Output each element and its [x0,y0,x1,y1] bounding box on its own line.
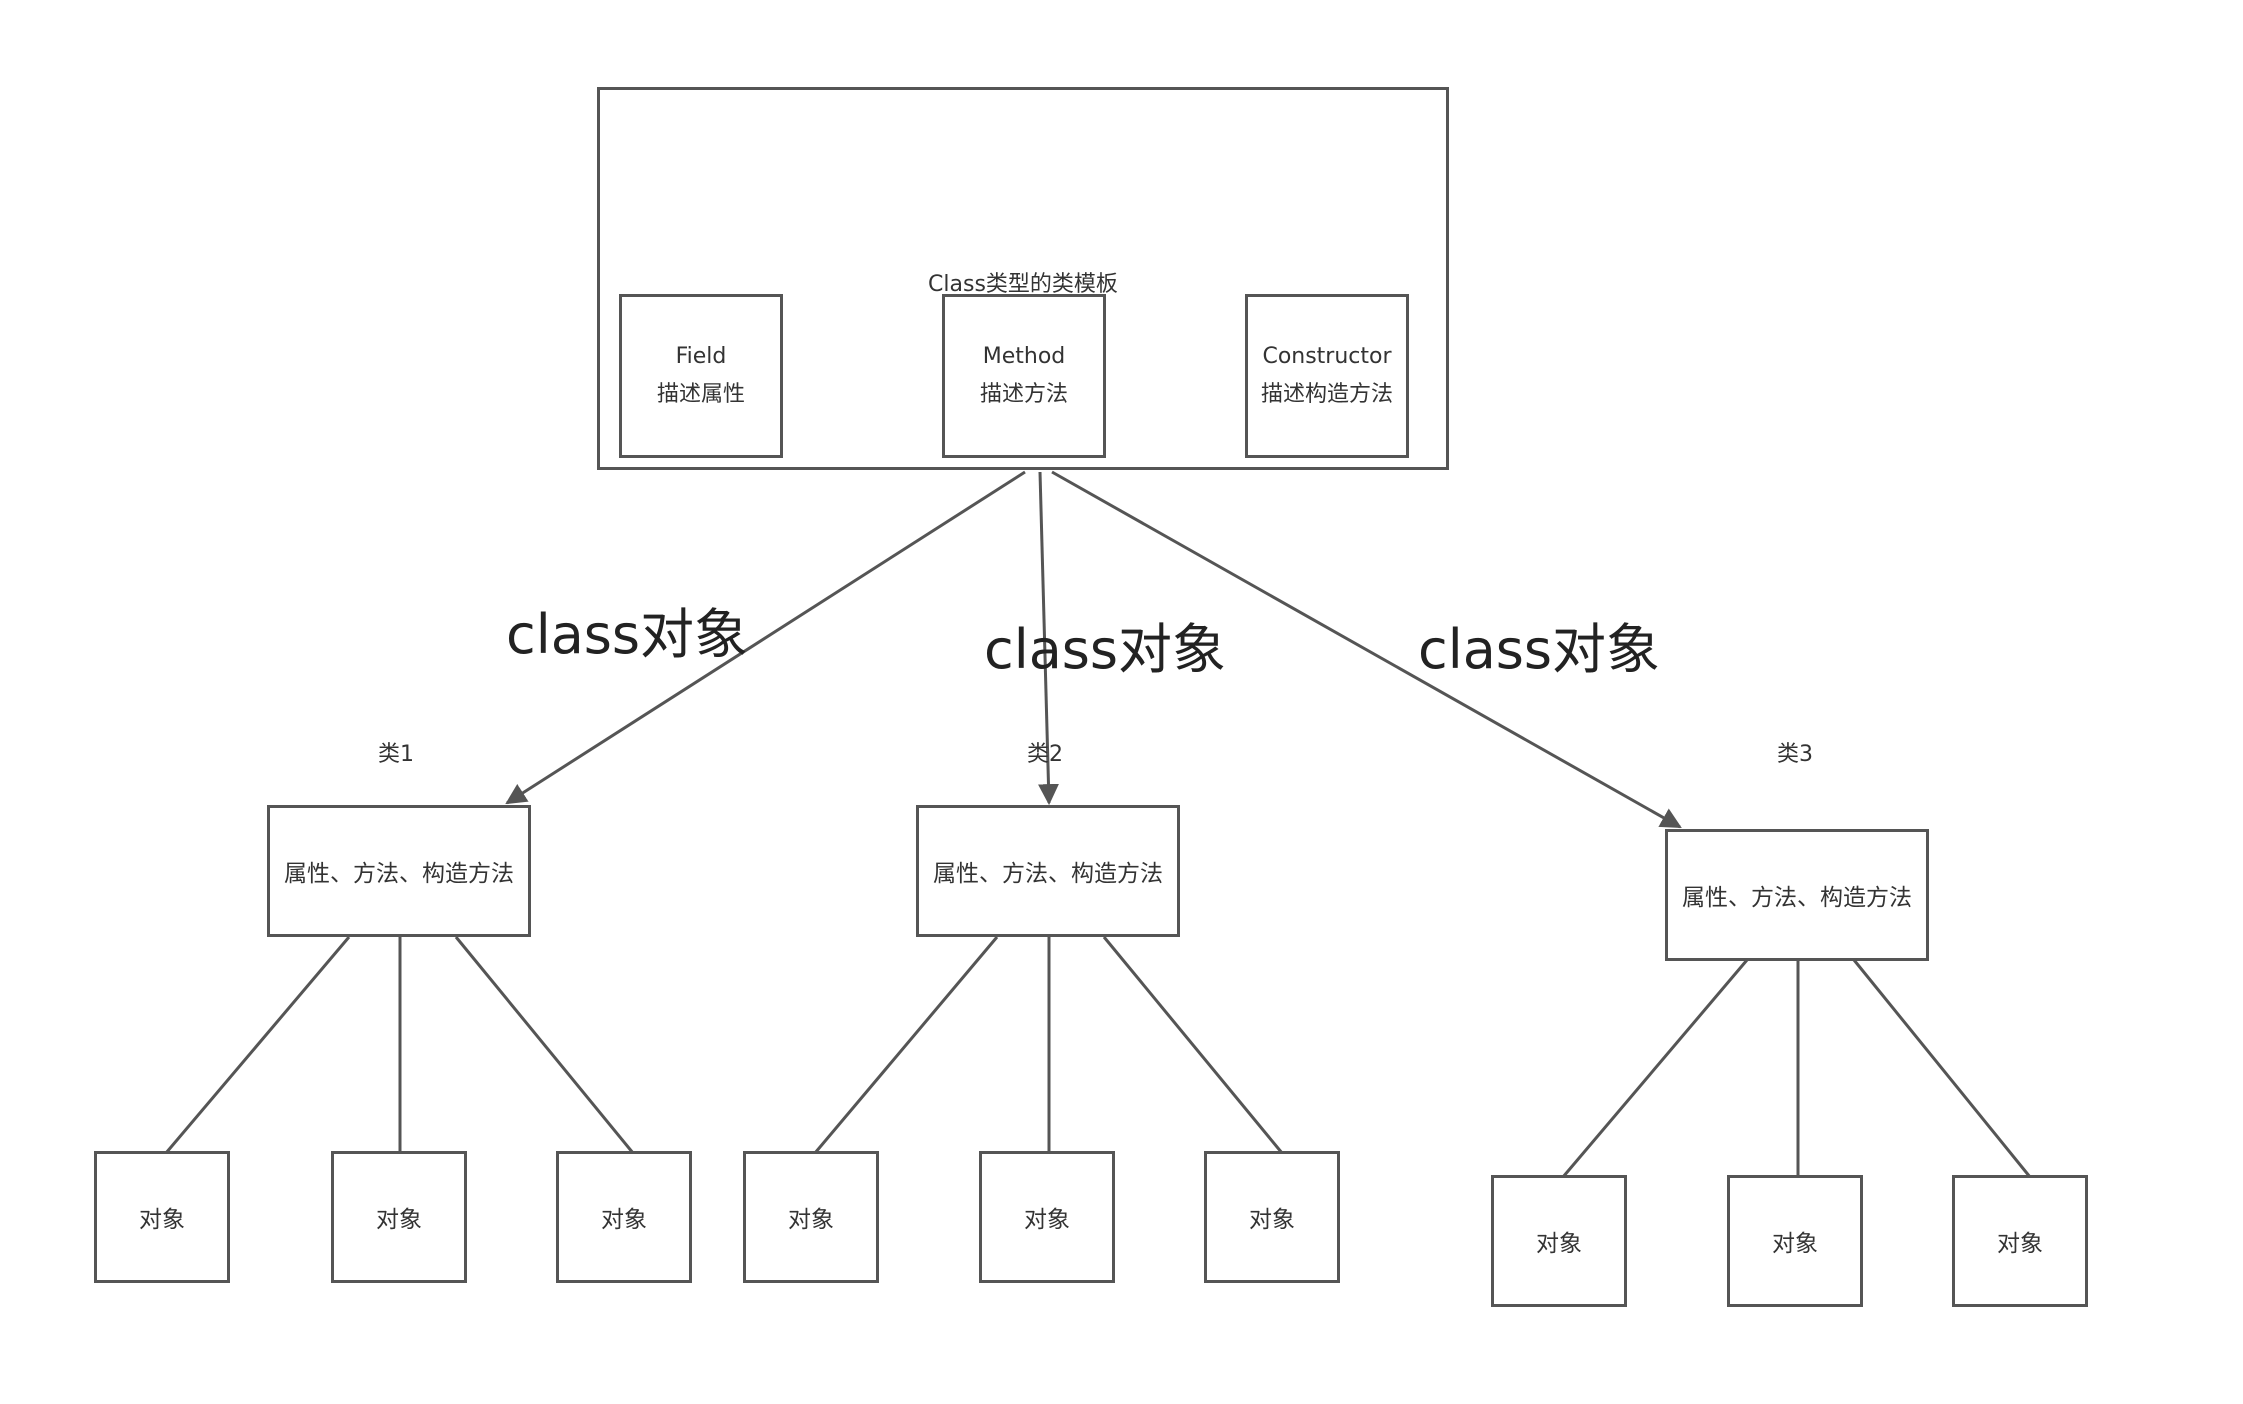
edge-label-1: class对象 [506,603,749,666]
object-label: 对象 [139,1207,185,1233]
line-class-1-object-1 [164,936,351,1154]
class-2-object-2: 对象 [979,1151,1115,1283]
constructor-desc: 描述构造方法 [1260,382,1393,407]
object-label: 对象 [1772,1231,1818,1257]
class-2-members: 属性、方法、构造方法 [933,861,1163,887]
class-template-box: Class类型的类模板 [597,87,1449,470]
method-box: Method 描述方法 [942,294,1106,458]
class-1-object-2: 对象 [331,1151,467,1283]
arrow-to-class-3 [1051,470,1682,829]
line-class-2-object-1 [813,936,999,1154]
field-name: Field [675,343,727,369]
class-1-object-1: 对象 [94,1151,230,1283]
class-1-object-3: 对象 [556,1151,692,1283]
object-label: 对象 [1536,1231,1582,1257]
class-2-box: 属性、方法、构造方法 [916,805,1180,937]
class-1-box: 属性、方法、构造方法 [267,805,531,937]
template-title: Class类型的类模板 [928,272,1118,297]
class-1-title: 类1 [378,742,414,767]
class-2-object-3: 对象 [1204,1151,1340,1283]
field-box: Field 描述属性 [619,294,783,458]
class-3-object-2: 对象 [1727,1175,1863,1307]
object-label: 对象 [1997,1231,2043,1257]
class-3-object-3: 对象 [1952,1175,2088,1307]
edge-label-3: class对象 [1418,618,1661,681]
class-3-object-1: 对象 [1491,1175,1627,1307]
object-label: 对象 [1249,1207,1295,1233]
arrow-to-class-2 [1037,471,1059,806]
class-3-title: 类3 [1777,742,1813,767]
class-3-members: 属性、方法、构造方法 [1682,885,1912,911]
constructor-name: Constructor [1262,343,1392,369]
edge-label-2: class对象 [984,618,1227,681]
line-class-1-object-3 [454,936,635,1154]
class-2-title: 类2 [1027,742,1063,767]
field-desc: 描述属性 [656,382,745,407]
class-1-members: 属性、方法、构造方法 [284,861,514,887]
line-class-3-object-3 [1852,959,2032,1178]
object-label: 对象 [376,1207,422,1233]
object-label: 对象 [601,1207,647,1233]
class-2-object-1: 对象 [743,1151,879,1283]
object-label: 对象 [788,1207,834,1233]
class-3-box: 属性、方法、构造方法 [1665,829,1929,961]
object-label: 对象 [1024,1207,1070,1233]
line-class-2-object-3 [1102,936,1284,1154]
line-class-3-object-1 [1561,959,1749,1178]
method-name: Method [982,343,1066,369]
arrow-to-class-1 [505,470,1026,805]
constructor-box: Constructor 描述构造方法 [1245,294,1409,458]
method-desc: 描述方法 [979,382,1068,407]
